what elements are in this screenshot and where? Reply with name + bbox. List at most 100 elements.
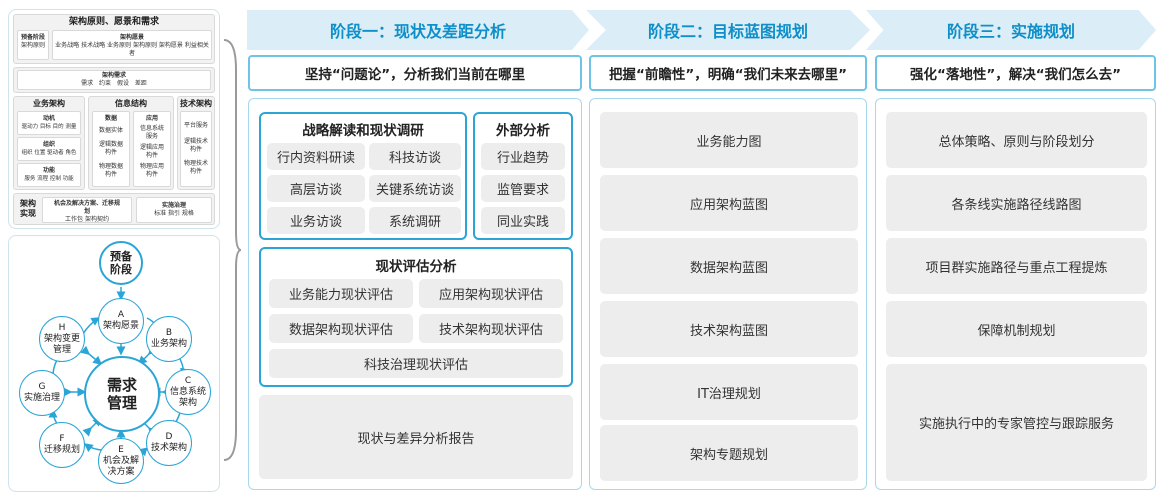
current-evaluation-box: 现状评估分析 业务能力现状评估 应用架构现状评估 数据架构现状评估 技术架构现状… — [259, 247, 573, 387]
bracket — [223, 39, 242, 461]
req-item: 差距 — [134, 80, 147, 87]
center-label: 需求管理 — [106, 376, 137, 412]
phase-2-panel: 业务能力图 应用架构蓝图 数据架构蓝图 技术架构蓝图 IT治理规划 架构专题规划 — [589, 98, 867, 490]
evaluation-item: 业务能力现状评估 — [269, 279, 413, 308]
strategy-item: 关键系统访谈 — [369, 175, 461, 202]
tech-architecture-title: 技术架构 — [180, 99, 212, 108]
node-letter: H — [58, 322, 66, 333]
organization-cell: 组织 组织 位置 驱动者 角色 — [17, 137, 81, 161]
node-d: D 技术架构 — [146, 420, 192, 466]
node-label: 信息系统架构 — [169, 386, 206, 408]
business-architecture-title: 业务架构 — [33, 99, 65, 108]
strategy-item: 行内资料研读 — [267, 143, 365, 170]
arrow-h-to-a — [82, 317, 101, 335]
cell-items: 组织 位置 驱动者 角色 — [21, 150, 77, 156]
implementation-title: 架构实现 — [20, 199, 36, 218]
phase-1-title: 阶段一：现状及差距分析 — [329, 22, 506, 41]
tech-item: 逻辑技术构件 — [183, 138, 208, 153]
phase-3-header: 阶段三：实施规划 — [866, 10, 1156, 50]
cell-title: 动机 — [42, 115, 55, 122]
implementation-item: 项目群实施路径与重点工程提炼 — [886, 238, 1147, 294]
app-title: 应用 — [145, 115, 158, 122]
prep-stage-node: 预备阶段 — [99, 241, 143, 285]
tech-architecture-box: 技术架构 平台服务 逻辑技术构件 物理技术构件 — [177, 96, 215, 190]
req-item: 约束 — [99, 80, 112, 87]
node-letter: D — [165, 432, 173, 442]
phase-2-header: 阶段二：目标蓝图规划 — [586, 10, 870, 50]
node-label: 业务架构 — [150, 339, 187, 349]
current-evaluation-title: 现状评估分析 — [375, 259, 457, 275]
vision-item: 利益相关者 — [128, 42, 209, 57]
phase-1-subtitle: 坚持“问题论”，分析我们当前在哪里 — [248, 55, 582, 91]
vision-box: 架构愿景 业务战略 技术战略 业务原则 架构原则 架构愿景 利益相关者 — [52, 30, 212, 60]
phase-2-subtitle: 把握“前瞻性”，明确“我们未来去哪里” — [589, 55, 867, 91]
blueprint-item: IT治理规划 — [600, 364, 858, 420]
blueprint-item: 技术架构蓝图 — [600, 301, 858, 357]
node-e: E 机会及解决方案 — [98, 438, 144, 484]
prep-stage-box: 预备阶段 架构原则 — [17, 30, 49, 60]
opportunity-box: 机会及解决方案、迁移规划 工作包 架构契约 — [42, 197, 132, 223]
external-item: 同业实践 — [481, 207, 565, 234]
data-item: 数据实体 — [98, 127, 123, 134]
phase-2-subtitle-text: 把握“前瞻性”，明确“我们未来去哪里” — [609, 67, 847, 83]
node-label: 机会及解决方案 — [102, 455, 139, 477]
evaluation-item: 数据架构现状评估 — [269, 314, 413, 343]
opportunity-items: 工作包 架构契约 — [65, 216, 109, 223]
node-b: B 业务架构 — [146, 316, 192, 362]
external-item: 行业趋势 — [481, 143, 565, 170]
info-structure-title: 信息结构 — [115, 99, 147, 108]
phase-3-title: 阶段三：实施规划 — [946, 22, 1075, 41]
cell-title: 组织 — [42, 141, 55, 148]
governance-items: 标准 指引 规格 — [154, 210, 194, 217]
implementation-item: 实施执行中的专家管控与跟踪服务 — [886, 364, 1147, 481]
data-column: 数据 数据实体 逻辑数据构件 物理数据构件 — [92, 111, 130, 187]
evaluation-item: 技术架构现状评估 — [419, 314, 563, 343]
cell-title: 功能 — [42, 167, 55, 174]
blueprint-item: 架构专题规划 — [600, 425, 858, 481]
node-letter: G — [38, 382, 46, 392]
node-g: G 实施治理 — [19, 370, 65, 416]
strategy-research-title: 战略解读和现状调研 — [302, 123, 424, 139]
tech-column: 平台服务 逻辑技术构件 物理技术构件 — [180, 111, 212, 187]
external-item: 监管要求 — [481, 175, 565, 202]
business-architecture-box: 业务架构 动机 驱动力 目标 目的 测量 组织 组织 位置 驱动者 角色 功能 … — [13, 96, 85, 190]
req-item: 需求 — [81, 80, 94, 87]
node-a: A 架构愿景 — [98, 298, 144, 344]
phase-1-subtitle-text: 坚持“问题论”，分析我们当前在哪里 — [304, 67, 526, 83]
vision-item: 业务原则 — [107, 42, 132, 49]
requirements-title: 架构需求 — [101, 72, 126, 79]
function-cell: 功能 服务 流程 控制 功能 — [17, 163, 81, 187]
node-label: 迁移规划 — [43, 445, 80, 455]
opportunity-title: 机会及解决方案、迁移规划 — [53, 200, 120, 215]
vision-item: 技术战略 — [81, 42, 106, 49]
node-label: 架构变更管理 — [44, 333, 81, 355]
cell-items: 服务 流程 控制 功能 — [24, 176, 74, 182]
implementation-item: 保障机制规划 — [886, 301, 1147, 357]
app-item: 物理应用构件 — [139, 163, 164, 178]
app-item: 信息系统服务 — [139, 125, 164, 140]
node-c: C 信息系统架构 — [165, 369, 211, 415]
requirements-inner: 架构需求 需求 约束 假设 差距 — [17, 70, 211, 90]
blueprint-item: 业务能力图 — [600, 112, 858, 168]
gap-analysis-report: 现状与差异分析报告 — [259, 395, 573, 479]
external-analysis-title: 外部分析 — [496, 123, 550, 139]
node-letter: E — [118, 444, 124, 455]
requirements-items: 需求 约束 假设 差距 — [18, 80, 210, 88]
evaluation-item: 科技治理现状评估 — [269, 349, 563, 378]
vision-title: 架构愿景 — [119, 34, 144, 41]
prep-stage-title: 预备阶段 — [20, 34, 45, 41]
evaluation-item: 应用架构现状评估 — [419, 279, 563, 308]
architecture-framework-panel: 架构原则、愿景和需求 预备阶段 架构原则 架构愿景 业务战略 技术战略 业务原则… — [8, 9, 220, 229]
requirements-management-center: 需求管理 — [84, 356, 160, 432]
phase-3-panel: 总体策略、原则与阶段划分 各条线实施路径线路图 项目群实施路径与重点工程提炼 保… — [875, 98, 1156, 490]
prep-stage-item: 架构原则 — [20, 42, 45, 49]
data-item: 物理数据构件 — [98, 163, 123, 178]
node-label: 架构愿景 — [102, 321, 139, 331]
strategy-item: 业务访谈 — [267, 207, 365, 234]
prep-stage-label: 预备阶段 — [110, 250, 132, 276]
external-analysis-box: 外部分析 行业趋势 监管要求 同业实践 — [473, 112, 573, 240]
architecture-implementation-box: 架构实现 机会及解决方案、迁移规划 工作包 架构契约 实施治理 标准 指引 规格 — [13, 193, 215, 225]
node-letter: F — [59, 434, 65, 444]
phase-1-panel: 战略解读和现状调研 行内资料研读 科技访谈 高层访谈 关键系统访谈 业务访谈 系… — [248, 98, 582, 490]
strategy-item: 系统调研 — [369, 207, 461, 234]
